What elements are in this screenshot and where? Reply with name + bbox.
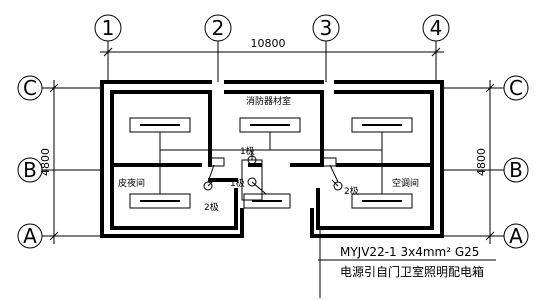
switch-right-label: 2极 xyxy=(344,185,359,197)
switch-center-lower: 1极 xyxy=(230,177,257,189)
axis-a-left: A xyxy=(17,223,100,249)
axis-b-right-label: B xyxy=(509,158,523,182)
axis-b-right: B xyxy=(444,157,529,183)
axis-c-left: C xyxy=(17,75,100,101)
axis-4: 4 xyxy=(422,14,450,82)
axis-1-label: 1 xyxy=(102,16,115,40)
switch-center-upper: 1极 xyxy=(240,145,257,165)
building-walls xyxy=(100,80,444,238)
axis-3: 3 xyxy=(312,14,340,82)
axis-c-right-label: C xyxy=(509,76,523,100)
total-width-label: 10800 xyxy=(251,37,286,50)
right-dimension: 4800 xyxy=(475,80,495,244)
cable-note: MYJV22-1 3x4mm² G25 电源引自门卫室照明配电箱 xyxy=(318,228,496,298)
switch-left-label: 2极 xyxy=(204,201,219,213)
cable-spec-text: MYJV22-1 3x4mm² G25 xyxy=(340,245,479,259)
axis-c-right: C xyxy=(444,75,529,101)
axis-2: 2 xyxy=(204,14,232,82)
axis-b-left-label: B xyxy=(23,158,37,182)
axis-a-right: A xyxy=(444,223,529,249)
power-source-text: 电源引自门卫室照明配电箱 xyxy=(340,264,484,279)
axis-c-left-label: C xyxy=(23,76,37,100)
axis-a-left-label: A xyxy=(23,224,37,248)
switch-center-upper-label: 1极 xyxy=(240,145,255,157)
total-depth-left-label: 4800 xyxy=(39,148,52,176)
axis-4-label: 4 xyxy=(430,16,443,40)
axis-b-left: B xyxy=(17,157,100,183)
room-label-fire-equipment: 消防器材室 xyxy=(246,95,291,107)
room-label-duty: 皮夜间 xyxy=(118,177,145,189)
axis-3-label: 3 xyxy=(320,16,333,40)
lighting-circuit xyxy=(129,117,413,209)
axis-2-label: 2 xyxy=(212,16,225,40)
total-depth-right-label: 4800 xyxy=(475,148,488,176)
room-label-aircon: 空调间 xyxy=(392,177,419,189)
axis-1: 1 xyxy=(94,14,122,82)
left-dimension: 4800 xyxy=(39,80,59,244)
switch-left: 2极 xyxy=(203,179,219,213)
switch-right: 2极 xyxy=(331,179,359,197)
axis-a-right-label: A xyxy=(509,224,523,248)
top-dimension: 10800 xyxy=(100,37,444,57)
switch-center-lower-label: 1极 xyxy=(230,177,245,189)
